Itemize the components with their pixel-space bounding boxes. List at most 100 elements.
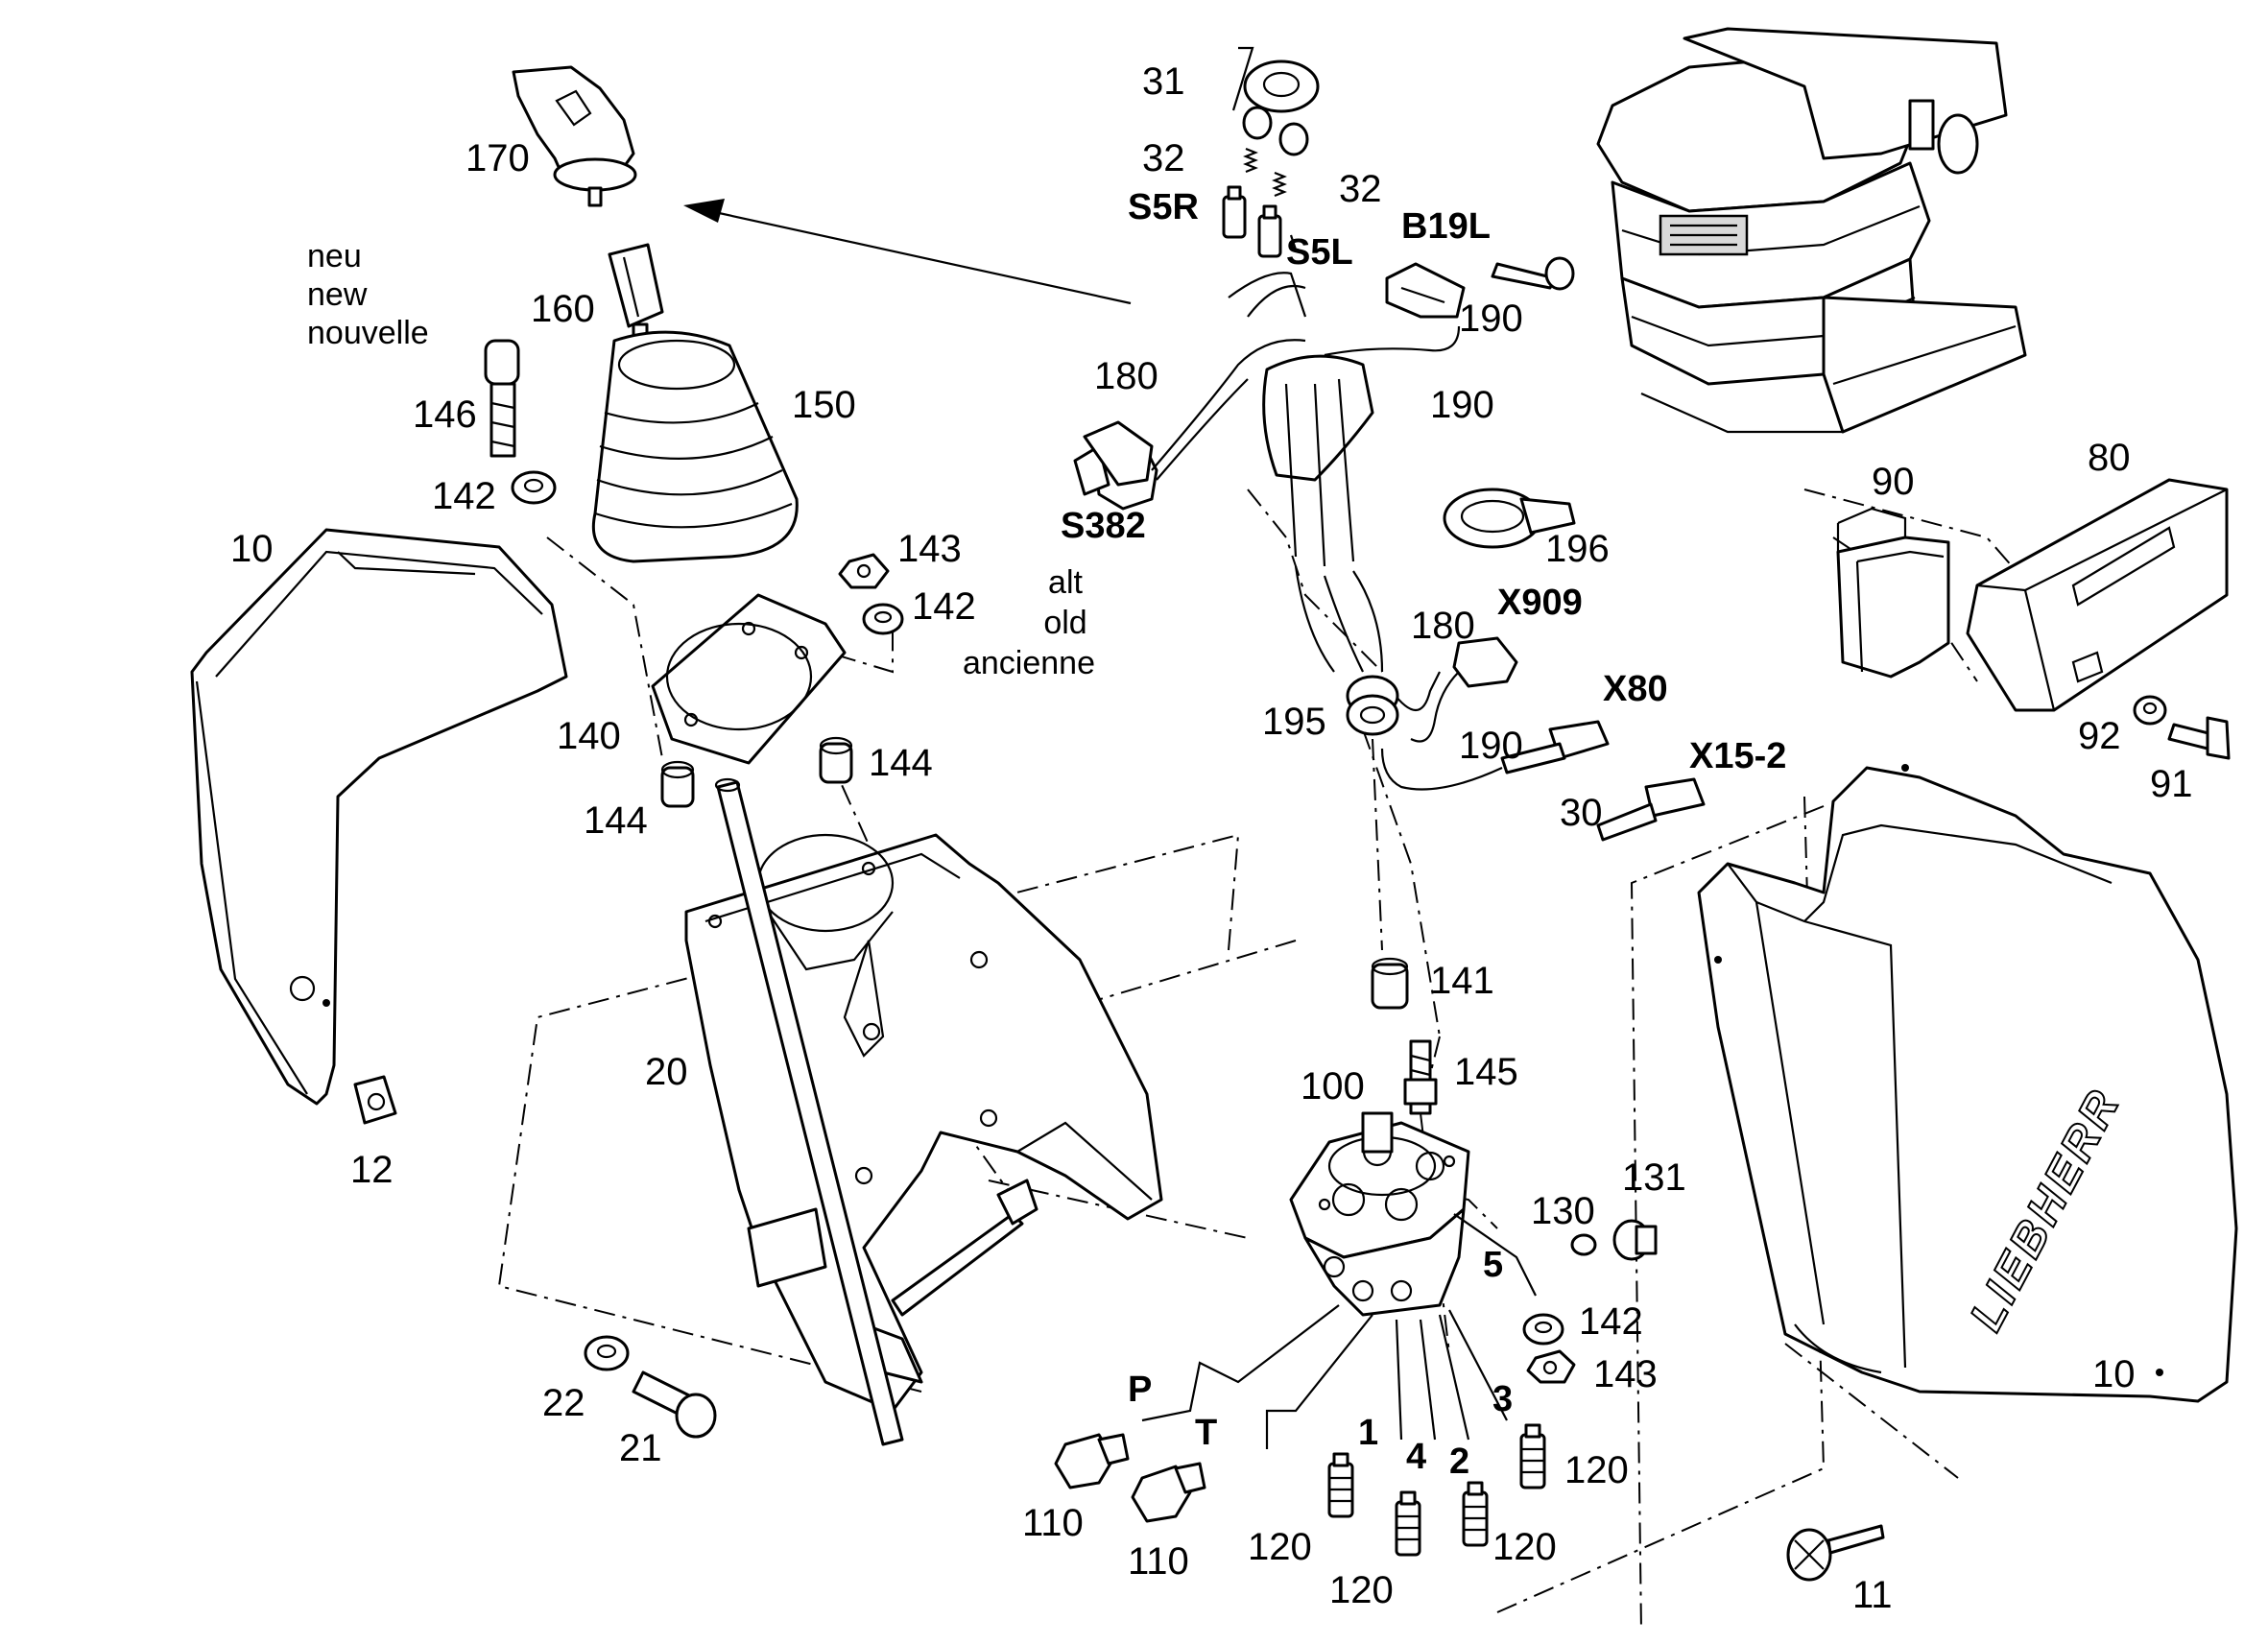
label-20: 20 xyxy=(645,1051,688,1093)
washer-130 xyxy=(1570,1233,1597,1256)
bolt-91 xyxy=(2167,716,2231,760)
label-10-right: 10 xyxy=(2092,1353,2136,1395)
label-142-upper: 142 xyxy=(432,475,496,517)
fitting-110-p xyxy=(1054,1433,1130,1489)
label-143-upper: 143 xyxy=(897,528,962,570)
adapter-160 xyxy=(608,243,664,353)
bracket-20 xyxy=(684,833,1163,1413)
label-32-left: 32 xyxy=(1142,137,1185,179)
label-s5r: S5R xyxy=(1128,187,1199,227)
label-x15-2: X15-2 xyxy=(1689,736,1786,776)
note-old-fr: ancienne xyxy=(963,645,1095,681)
cover-plate-140 xyxy=(651,593,847,765)
port-label-1: 1 xyxy=(1358,1413,1378,1453)
lever-rod xyxy=(714,777,904,1446)
label-144-left: 144 xyxy=(584,799,648,842)
lever-knob-170 xyxy=(512,65,637,207)
operator-seat xyxy=(1596,27,2027,434)
label-10-left: 10 xyxy=(230,528,274,570)
caps-31 xyxy=(1231,46,1320,156)
label-32-right: 32 xyxy=(1339,168,1382,210)
label-196: 196 xyxy=(1545,528,1610,570)
label-110-t: 110 xyxy=(1128,1540,1189,1583)
label-s5l: S5L xyxy=(1286,232,1353,273)
label-92: 92 xyxy=(2078,715,2121,757)
label-131: 131 xyxy=(1622,1156,1686,1199)
label-145: 145 xyxy=(1454,1051,1518,1093)
label-x909: X909 xyxy=(1497,583,1583,623)
port-label-2: 2 xyxy=(1449,1441,1469,1482)
label-s382: S382 xyxy=(1061,506,1146,546)
washer-142-lower xyxy=(1522,1313,1564,1346)
side-panel-left xyxy=(190,528,568,1106)
sensor-b19l xyxy=(1385,262,1466,319)
port-label-p: P xyxy=(1128,1370,1152,1410)
plug-131 xyxy=(1612,1219,1658,1261)
part-number-labels: 170 160 146 150 142 10 143 142 140 144 1… xyxy=(230,60,2193,1616)
label-142-mid: 142 xyxy=(912,585,976,628)
electrical-labels: S5R S5L B19L S382 X909 X80 X15-2 xyxy=(1061,187,1786,776)
washer-142-upper xyxy=(511,470,557,505)
connector-x80 xyxy=(1380,720,1610,791)
washer-142-mid xyxy=(862,603,904,635)
label-190-screw: 190 xyxy=(1459,298,1523,340)
rubber-boot-150 xyxy=(591,330,799,563)
label-12: 12 xyxy=(350,1149,394,1191)
label-180-x909: 180 xyxy=(1411,605,1475,647)
label-190-x80: 190 xyxy=(1459,725,1523,767)
connector-s382 xyxy=(1083,420,1154,487)
label-x80: X80 xyxy=(1603,669,1668,709)
cover-panel-right: LIEBHERR xyxy=(1697,764,2238,1403)
note-new-fr: nouvelle xyxy=(307,315,429,351)
label-90: 90 xyxy=(1872,461,1915,503)
label-143-lower: 143 xyxy=(1593,1353,1658,1395)
port-label-5: 5 xyxy=(1483,1245,1503,1285)
cable-tie-196 xyxy=(1443,488,1576,549)
spacer-144-left xyxy=(660,760,695,808)
label-21: 21 xyxy=(619,1427,662,1469)
control-box-80 xyxy=(1966,478,2229,712)
screw-190 xyxy=(1491,256,1575,291)
fitting-120-c xyxy=(1462,1481,1489,1547)
springs-32 xyxy=(1243,147,1287,198)
note-old-de: alt xyxy=(1048,564,1083,601)
label-91: 91 xyxy=(2150,763,2193,805)
switch-s5l xyxy=(1257,204,1282,258)
version-notes: neu new nouvelle alt old ancienne xyxy=(307,238,1095,681)
label-120-c: 120 xyxy=(1492,1526,1557,1568)
washer-92 xyxy=(2133,695,2167,726)
label-120-d: 120 xyxy=(1564,1449,1629,1491)
fitting-120-b xyxy=(1395,1490,1421,1557)
label-100: 100 xyxy=(1301,1065,1365,1108)
bolt-146 xyxy=(484,339,520,458)
replacement-arrow xyxy=(683,199,1132,305)
port-label-4: 4 xyxy=(1406,1437,1426,1477)
nut-143-upper xyxy=(838,553,890,589)
fitting-110-t xyxy=(1131,1462,1206,1523)
label-11: 11 xyxy=(1852,1574,1893,1616)
connector-x15-2 xyxy=(1596,777,1706,842)
label-80: 80 xyxy=(2088,437,2131,479)
stud-145 xyxy=(1403,1039,1438,1115)
grommet-195 xyxy=(1346,675,1399,736)
clip-12 xyxy=(353,1075,397,1125)
switch-s5r xyxy=(1222,185,1247,239)
label-31: 31 xyxy=(1142,60,1185,103)
label-22: 22 xyxy=(542,1382,585,1424)
label-150: 150 xyxy=(792,384,856,426)
label-170: 170 xyxy=(466,137,530,179)
bracket-90 xyxy=(1836,507,1950,679)
label-140: 140 xyxy=(557,715,621,757)
fitting-120-d xyxy=(1519,1423,1546,1489)
label-120-b: 120 xyxy=(1329,1569,1394,1611)
label-190-harness: 190 xyxy=(1430,384,1494,426)
note-new-de: neu xyxy=(307,238,362,274)
spacer-144-right xyxy=(819,736,853,784)
label-195: 195 xyxy=(1262,701,1326,743)
label-130: 130 xyxy=(1531,1190,1595,1232)
fitting-120-a xyxy=(1327,1452,1354,1518)
label-146: 146 xyxy=(413,393,477,436)
label-141: 141 xyxy=(1430,960,1494,1002)
note-old-en: old xyxy=(1043,605,1086,641)
